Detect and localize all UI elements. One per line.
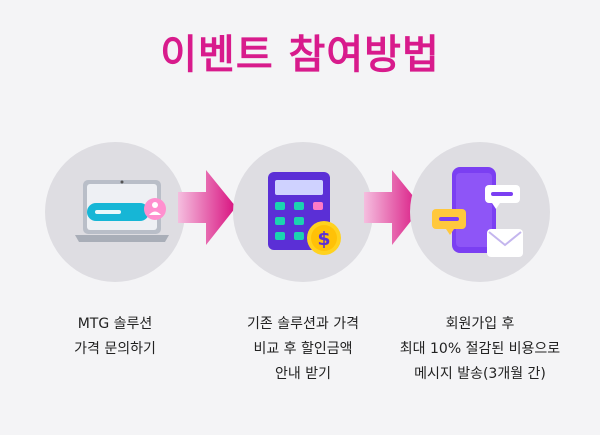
page-title: 이벤트 참여방법: [160, 32, 440, 78]
step-2-line-1: 기존 솔루션과 가격: [247, 316, 359, 332]
step-2-description: 기존 솔루션과 가격 비교 후 할인금액 안내 받기: [213, 312, 393, 387]
step-3-line-3: 메시지 발송(3개월 간): [414, 366, 546, 382]
step-arrow-1-icon: [178, 170, 236, 245]
step-3-line-1: 회원가입 후: [445, 316, 515, 332]
step-1-description: MTG 솔루션 가격 문의하기: [35, 312, 195, 362]
step-2-line-2: 비교 후 할인금액: [253, 341, 353, 357]
step-arrow-2-icon: [364, 170, 422, 245]
step-3-line-2: 최대 10% 절감된 비용으로: [399, 341, 561, 357]
step-3-description: 회원가입 후 최대 10% 절감된 비용으로 메시지 발송(3개월 간): [390, 312, 570, 387]
step-1-line-1: MTG 솔루션: [77, 316, 153, 332]
step-1-line-2: 가격 문의하기: [74, 341, 156, 357]
phone-messages-icon: [432, 167, 523, 257]
step-2-line-3: 안내 받기: [275, 366, 331, 382]
calculator-dollar-icon: $: [268, 172, 341, 255]
svg-text:$: $: [317, 228, 330, 250]
laptop-chat-icon: [75, 180, 169, 242]
